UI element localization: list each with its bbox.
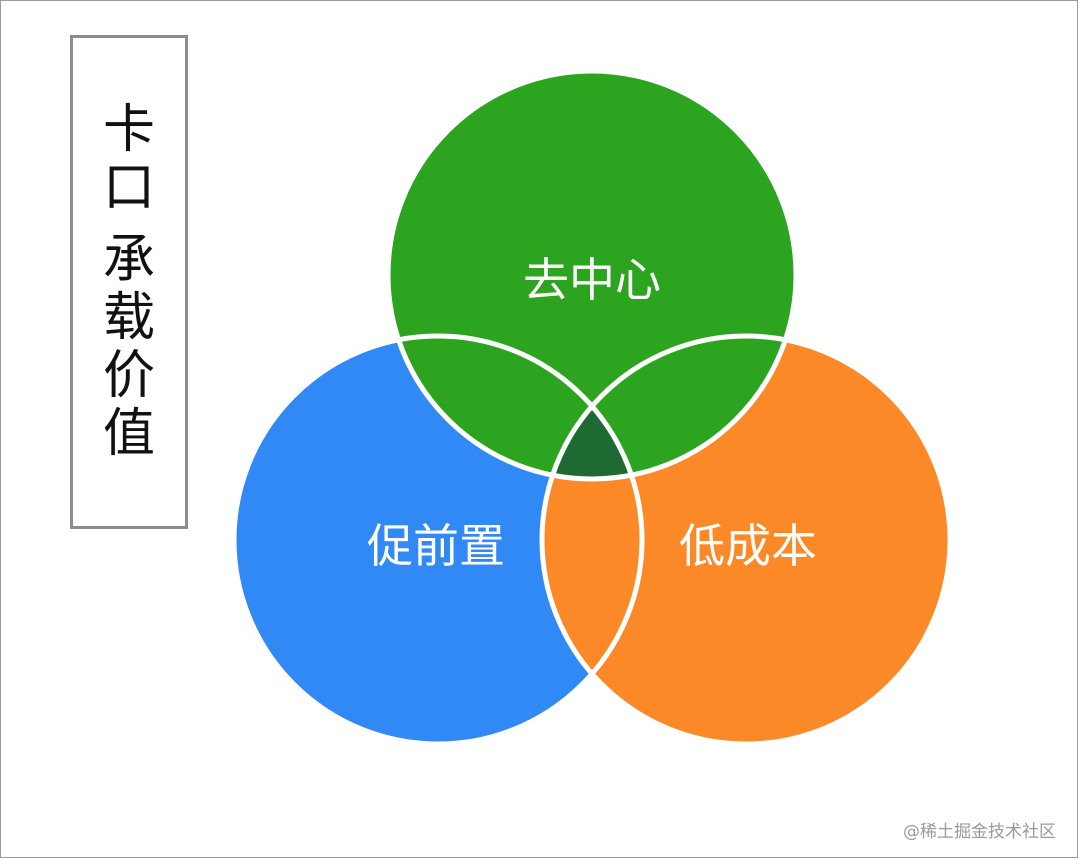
circle-right-outline xyxy=(539,333,953,747)
circle-top-outline xyxy=(385,68,799,482)
title-line-2: 承载价值 xyxy=(102,230,155,464)
title-line-1: 卡口 xyxy=(102,100,155,218)
circle-top xyxy=(388,71,796,479)
watermark: @稀土掘金技术社区 xyxy=(903,822,1056,842)
title-box: 卡口 承载价值 xyxy=(70,35,188,529)
label-right: 低成本 xyxy=(679,519,817,573)
circle-left-outline xyxy=(231,333,645,747)
label-left: 促前置 xyxy=(367,519,505,573)
label-top: 去中心 xyxy=(523,253,661,307)
